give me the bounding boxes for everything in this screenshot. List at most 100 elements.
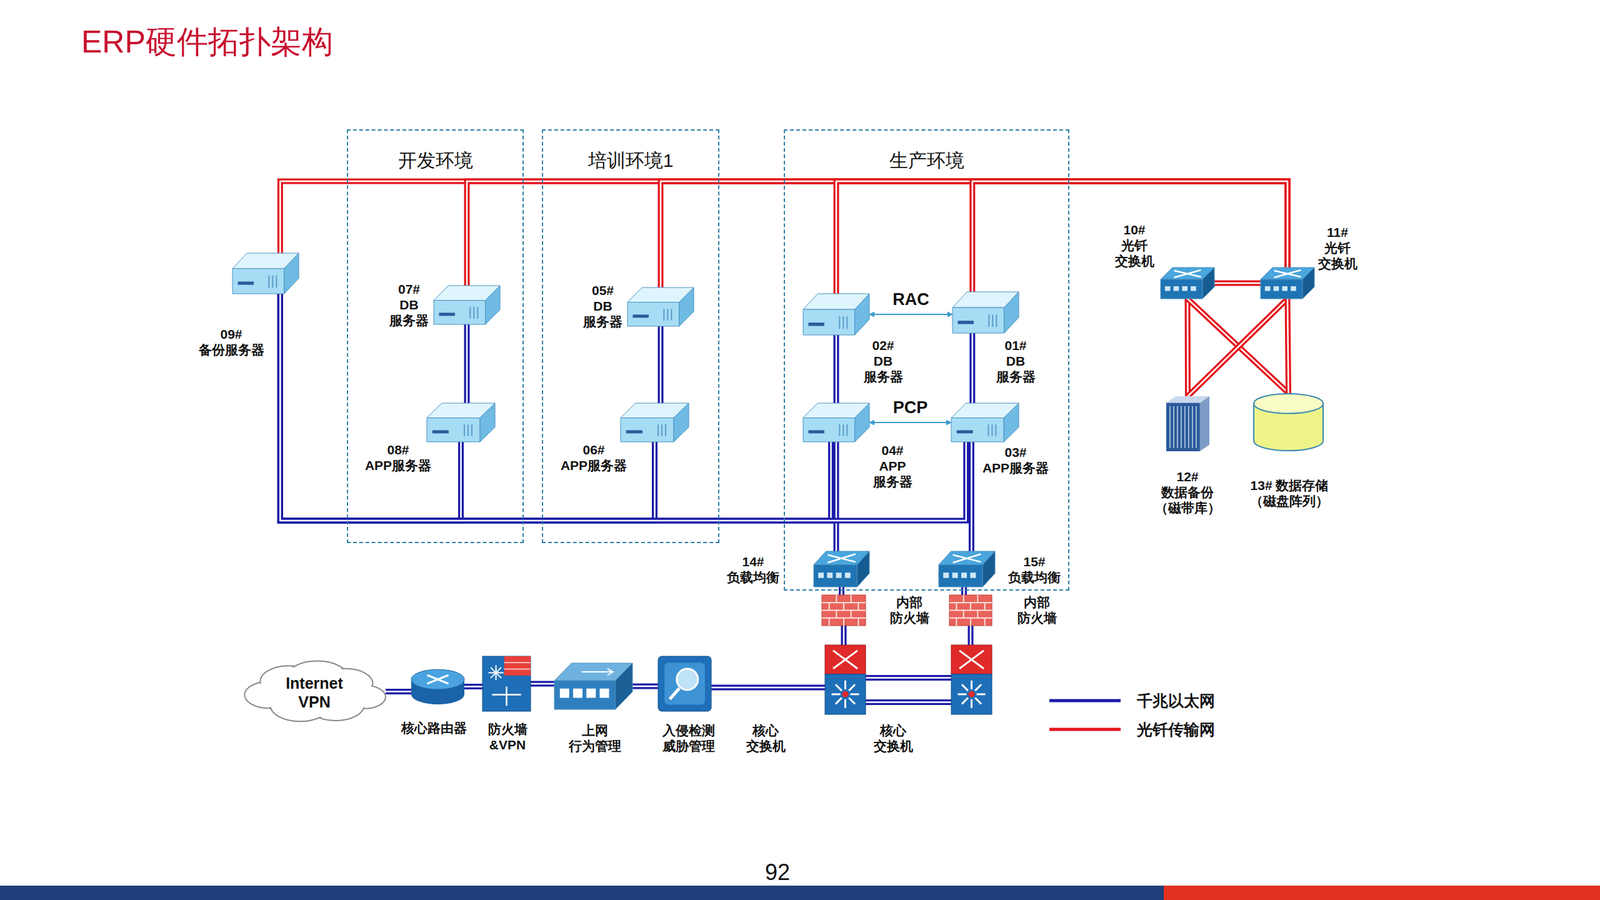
device-icon: 06# APP服务器 [620, 403, 689, 442]
device-icon: 上网 行为管理 [554, 663, 633, 710]
ethernet-link [971, 441, 972, 552]
device-icon: 02# DB 服务器 [803, 293, 870, 335]
fiber-link [1214, 283, 1261, 284]
device-label: 上网 行为管理 [568, 723, 622, 755]
device-icon: 15# 负载均衡 [938, 551, 995, 587]
ethernet-link [660, 326, 662, 404]
sw-symbol [813, 551, 870, 587]
device-icon: 入侵检测 威胁管理 [658, 656, 712, 712]
device-label: 14# 负载均衡 [726, 554, 780, 586]
fw-symbol [821, 595, 866, 626]
sync-link [869, 314, 953, 315]
device-label: 入侵检测 威胁管理 [662, 723, 715, 755]
device-label: 08# APP服务器 [365, 442, 432, 474]
legend-text: 光钎传输网 [1136, 719, 1215, 740]
server-symbol [426, 403, 495, 442]
ethernet-link [280, 293, 831, 521]
device-icon: 08# APP服务器 [426, 403, 495, 442]
page-number: 92 [765, 859, 790, 886]
environment-zone: 生产环境 02# DB 服务器 01# DB 服务器 04# APP 服务器 03# A… [783, 129, 1070, 591]
fw-symbol [949, 595, 992, 626]
ethernet-link [711, 687, 825, 689]
fiber-link [1287, 298, 1289, 394]
ethernet-link [466, 324, 468, 404]
device-label: 06# APP服务器 [560, 442, 627, 474]
device-label: 02# DB 服务器 [863, 338, 904, 385]
ethernet-link [970, 625, 972, 645]
ids-symbol [658, 656, 712, 712]
device-label: 04# APP 服务器 [873, 443, 913, 490]
zone-title: 生产环境 [783, 149, 1070, 172]
device-icon: 防火墙 &VPN [482, 656, 531, 712]
device-icon: 04# APP 服务器 [803, 403, 870, 442]
device-icon: 10# 光钎 交换机 [1160, 267, 1215, 299]
device-icon: 13# 数据存储 （磁盘阵列） [1253, 393, 1324, 452]
ethernet-link [836, 441, 837, 552]
device-label: 11# 光钎 交换机 [1318, 225, 1358, 272]
device-icon: 07# DB 服务器 [433, 285, 500, 325]
device-icon: 核心路由器 [411, 668, 465, 705]
ethernet-link [865, 701, 952, 703]
device-label: 10# 光钎 交换机 [1115, 222, 1155, 269]
device-label: 01# DB 服务器 [996, 338, 1036, 385]
legend: 千兆以太网光钎传输网 [1049, 686, 1215, 744]
legend-line-sample [1049, 696, 1121, 705]
device-icon: 内部 防火墙 [949, 595, 992, 626]
fiber-link [1187, 298, 1189, 397]
core-symbol [951, 645, 992, 715]
device-label: 核心 交换机 [873, 723, 914, 755]
zone-title: 培训环境1 [541, 149, 720, 172]
device-icon: 01# DB 服务器 [952, 291, 1019, 334]
environment-zone: 开发环境07# DB 服务器08# APP服务器 [346, 129, 524, 544]
device-icon: 核心 交换机 [825, 645, 866, 715]
device-label: 07# DB 服务器 [389, 281, 429, 329]
ethernet-link [280, 293, 966, 521]
device-label: 12# 数据备份 （磁带库） [1155, 469, 1221, 516]
device-label: Internet VPN [285, 674, 344, 712]
sync-link [869, 422, 952, 424]
ethernet-link [843, 625, 845, 645]
server-symbol [627, 287, 694, 327]
sw-symbol [1260, 267, 1315, 299]
device-icon: 14# 负载均衡 [813, 551, 870, 587]
ethernet-link [865, 677, 952, 679]
ethernet-link [632, 686, 659, 687]
sw-symbol [938, 551, 995, 587]
device-icon: 核心 交换机 [951, 645, 992, 715]
link-label: PCP [890, 398, 931, 418]
device-label: 05# DB 服务器 [583, 283, 623, 330]
device-label: 03# APP服务器 [982, 445, 1049, 477]
environment-zone: 培训环境1 05# DB 服务器 06# APP服务器 [541, 129, 720, 544]
core-symbol [825, 645, 866, 715]
ethernet-link [385, 691, 412, 692]
device-icon: 09# 备份服务器 [232, 253, 299, 294]
server-symbol [803, 403, 870, 442]
legend-text: 千兆以太网 [1136, 690, 1215, 712]
router-symbol [411, 668, 465, 705]
server-symbol [433, 285, 500, 325]
footer-band [1163, 885, 1600, 900]
ethernet-link [464, 686, 483, 687]
behav-symbol [554, 663, 633, 710]
device-label: 内部 防火墙 [890, 595, 930, 627]
fwvpn-symbol [482, 656, 531, 712]
device-label: 防火墙 &VPN [488, 721, 528, 754]
footer-band [0, 885, 1164, 900]
device-icon: 05# DB 服务器 [627, 287, 694, 327]
server-symbol [951, 403, 1019, 442]
fiber-link [466, 181, 1288, 286]
ethernet-link [971, 333, 973, 404]
ethernet-link [963, 586, 965, 595]
legend-line-sample [1049, 725, 1121, 734]
device-label: 内部 防火墙 [1017, 595, 1057, 627]
fiber-link [1188, 298, 1289, 397]
fiber-link [836, 181, 1288, 294]
ethernet-link [836, 335, 837, 404]
device-icon: 12# 数据备份 （磁带库） [1166, 396, 1210, 452]
ethernet-link [280, 293, 461, 521]
device-label: 09# 备份服务器 [198, 326, 265, 359]
server-symbol [232, 253, 299, 294]
tape-symbol [1166, 396, 1210, 452]
